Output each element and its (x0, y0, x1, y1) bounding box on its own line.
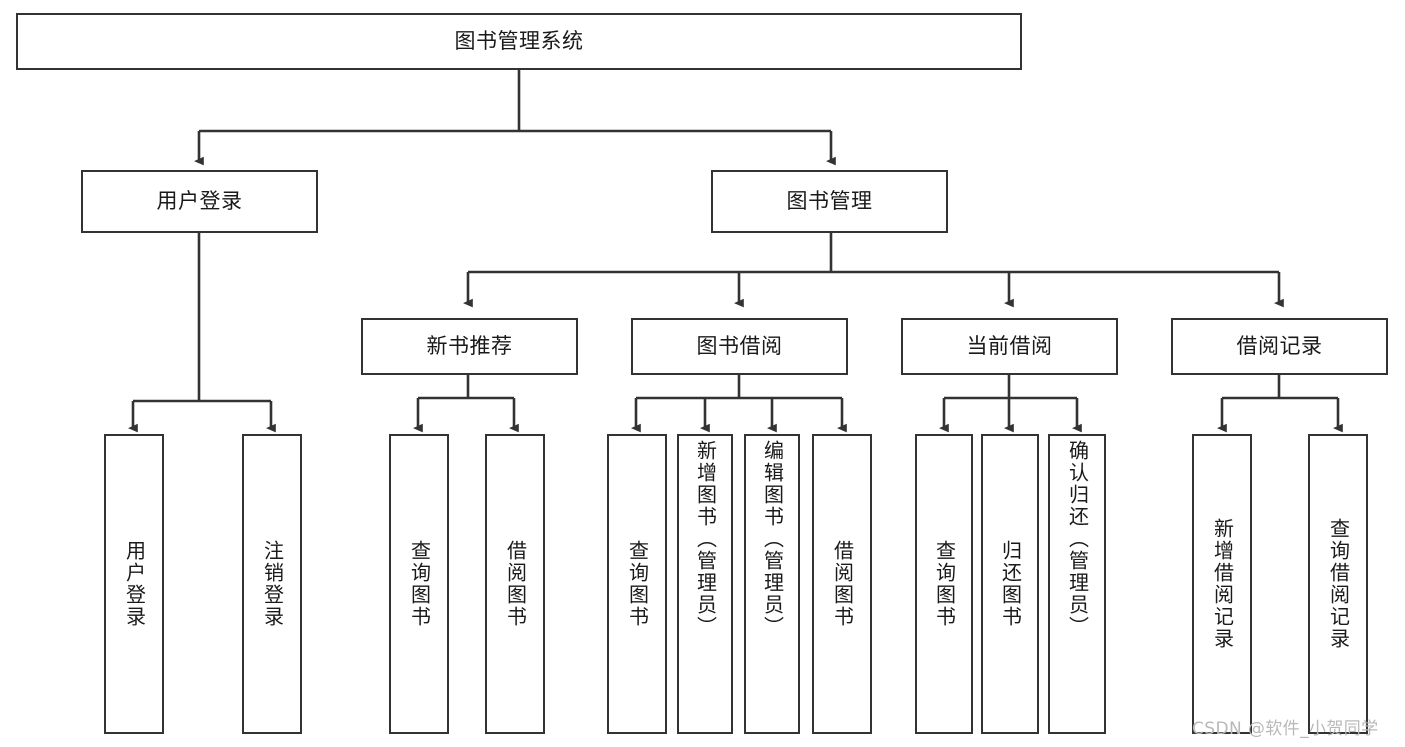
node-leaf-add-record[interactable]: 新增借阅记录 (1192, 434, 1252, 734)
node-label: 注销登录 (260, 540, 285, 628)
node-leaf-query-book-3[interactable]: 查询图书 (915, 434, 973, 734)
node-new-book-recommend[interactable]: 新书推荐 (361, 318, 578, 375)
node-root-system[interactable]: 图书管理系统 (16, 13, 1022, 70)
node-label: 查询借阅记录 (1326, 518, 1351, 650)
node-label: 当前借阅 (966, 334, 1053, 359)
node-label: 确认归还（管理员） (1065, 440, 1090, 638)
node-label: 图书借阅 (696, 334, 783, 359)
node-leaf-query-record[interactable]: 查询借阅记录 (1308, 434, 1368, 734)
node-label: 用户登录 (156, 189, 243, 214)
node-book-borrow[interactable]: 图书借阅 (631, 318, 848, 375)
node-label: 查询图书 (407, 540, 432, 628)
watermark-text: CSDN @软件_小贺同学 (1192, 719, 1379, 739)
node-leaf-query-book-1[interactable]: 查询图书 (389, 434, 449, 734)
node-label: 借阅图书 (830, 540, 855, 628)
node-leaf-logout[interactable]: 注销登录 (242, 434, 302, 734)
node-leaf-add-book[interactable]: 新增图书（管理员） (677, 434, 733, 734)
node-label: 归还图书 (998, 540, 1023, 628)
node-leaf-return-book[interactable]: 归还图书 (981, 434, 1039, 734)
node-label: 查询图书 (932, 540, 957, 628)
node-leaf-query-book-2[interactable]: 查询图书 (607, 434, 667, 734)
node-leaf-borrow-book-1[interactable]: 借阅图书 (485, 434, 545, 734)
node-label: 图书管理系统 (454, 29, 584, 54)
node-leaf-edit-book[interactable]: 编辑图书（管理员） (744, 434, 800, 734)
node-label: 查询图书 (625, 540, 650, 628)
node-label: 新增图书（管理员） (693, 440, 718, 638)
node-label: 用户登录 (122, 540, 147, 628)
node-leaf-user-login[interactable]: 用户登录 (104, 434, 164, 734)
node-leaf-borrow-book-2[interactable]: 借阅图书 (812, 434, 872, 734)
node-leaf-confirm-return[interactable]: 确认归还（管理员） (1048, 434, 1106, 734)
node-label: 图书管理 (786, 189, 873, 214)
node-label: 借阅记录 (1236, 334, 1323, 359)
node-label: 借阅图书 (503, 540, 528, 628)
node-label: 编辑图书（管理员） (760, 440, 785, 638)
node-label: 新书推荐 (426, 334, 513, 359)
node-current-borrow[interactable]: 当前借阅 (901, 318, 1118, 375)
node-book-manage[interactable]: 图书管理 (711, 170, 948, 233)
node-user-login[interactable]: 用户登录 (81, 170, 318, 233)
node-label: 新增借阅记录 (1210, 518, 1235, 650)
node-borrow-record[interactable]: 借阅记录 (1171, 318, 1388, 375)
